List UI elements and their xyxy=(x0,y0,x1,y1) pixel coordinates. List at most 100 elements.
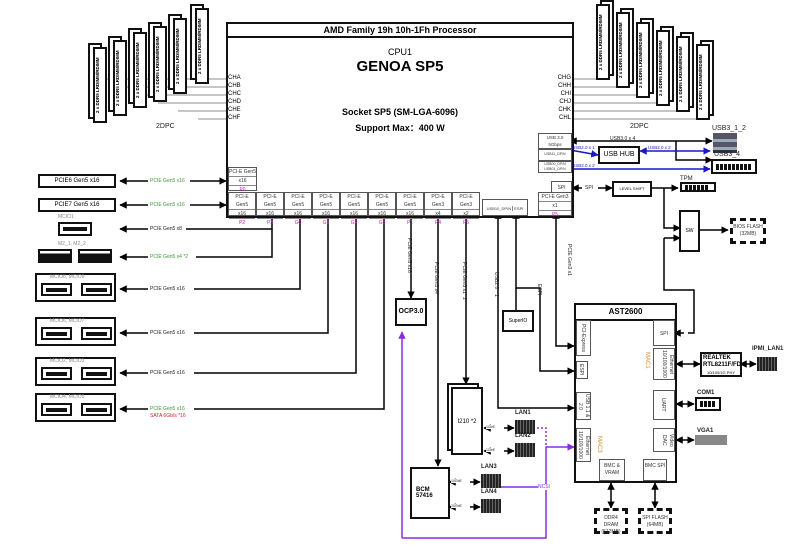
port-width: x16 xyxy=(313,210,339,219)
m2-slot xyxy=(78,249,112,263)
dimm-label: 2 x DDR5 LRDIMM/RDIMM xyxy=(135,42,140,98)
tpm-pins xyxy=(685,185,709,190)
link-p5-label: PCIE Gen3 x1 *2 xyxy=(461,262,467,301)
dimm-label: 2 x DDR5 LRDIMM/RDIMM xyxy=(698,54,703,110)
bmc-spi-port: SPI xyxy=(653,320,675,346)
port-width: x16 xyxy=(369,210,395,219)
mcio-slot-inner xyxy=(46,372,67,376)
rj45-connector xyxy=(481,474,501,488)
link-espi-label: ESPI xyxy=(536,284,542,296)
dimm-slot: 2 x DDR5 LRDIMM/RDIMM xyxy=(195,8,209,84)
usb20-link3-label: USB2.0 x 2 xyxy=(572,163,595,168)
link-label-secondary: SATA 6Gb/s *16 xyxy=(150,413,186,419)
port-type: PCI-E Gen5 xyxy=(369,193,395,210)
link-label: PCIE Gen5 x16 xyxy=(150,406,185,412)
realtek-line2: RTL8211F/FD xyxy=(703,362,742,368)
usb20-link2-label: USB2.0 x 2 xyxy=(648,145,671,150)
left-device-4 xyxy=(35,273,116,302)
ncsi-label: NCSI xyxy=(538,484,550,490)
link-label: PCIE Gen5 x16 xyxy=(150,178,185,184)
dimm-label: 2 x DDR5 LRDIMM/RDIMM xyxy=(678,46,683,102)
mcio-slot-inner xyxy=(86,288,107,292)
mac3-label: MAC3 xyxy=(596,436,602,453)
left-2dpc-label: 2DPC xyxy=(156,123,175,130)
mcio-slot-inner xyxy=(86,372,107,376)
mcio-slot xyxy=(63,227,87,231)
com1-label: COM1 xyxy=(697,390,715,396)
link-label: PCIE Gen5 x16 xyxy=(150,330,185,336)
bmc-vram-port: BMC & VRAM xyxy=(599,459,625,481)
dram-size: (512MB) xyxy=(601,529,621,535)
ipmi-lan-connector xyxy=(757,357,777,371)
ipmi-lan-label: IPMI_LAN1 xyxy=(752,346,784,352)
left-device-2 xyxy=(58,222,92,236)
device-label: M2_1, M2_2 xyxy=(58,241,86,247)
dimm-slot: 2 x DDR5 LRDIMM/RDIMM xyxy=(696,44,710,120)
port-type: PCI-E Gen3 xyxy=(453,193,479,210)
port-name: G1 xyxy=(322,220,330,226)
lan-label: LAN3 xyxy=(481,464,497,470)
dimm-label: 2 x DDR5 LRDIMM/RDIMM xyxy=(155,36,160,92)
link-label: PCIE Gen5 x16 xyxy=(150,370,185,376)
channel-label: CHA xyxy=(228,75,241,81)
bmc-espi-port: ESPI xyxy=(576,361,588,379)
m2-slot xyxy=(38,249,72,263)
bcm-line1: BCM xyxy=(416,487,430,493)
link-label: PCIE Gen5 x8 xyxy=(150,226,182,232)
com1-pins xyxy=(700,401,716,407)
device-label: MCIO8, MCIO9 xyxy=(50,274,85,280)
left-device-5 xyxy=(35,317,116,346)
bmc-video-port: Video DAC xyxy=(653,428,675,452)
port-type: PCI-E Gen5 xyxy=(397,193,423,210)
cpu-label: CPU1 xyxy=(387,47,412,57)
dimm-label: 2 x DDR5 LRDIMM/RDIMM xyxy=(658,40,663,96)
lan-label: LAN1 xyxy=(515,410,531,416)
port-width: x16 xyxy=(229,210,255,219)
port-width: x16 xyxy=(285,210,311,219)
usb10-label: USB10_DP/N xyxy=(486,206,512,211)
cpu-power: Support Max：400 W xyxy=(355,123,445,133)
usb3-4-header xyxy=(711,159,757,174)
cpu-port-p0: PCI-E Gen5 x16 P0 xyxy=(228,167,257,193)
mcio-slot-inner xyxy=(86,332,107,336)
left-device-7 xyxy=(35,393,116,422)
dimm-slot: 2 x DDR5 LRDIMM/RDIMM xyxy=(596,4,610,80)
channel-label: CHG xyxy=(557,75,571,81)
port-type: PCI-E Gen5 xyxy=(313,193,339,210)
port-name: P3 xyxy=(266,220,274,226)
realtek-line1: REALTEK xyxy=(703,355,731,361)
bmc-eth-left-port: Ethernet 10/100/1000 xyxy=(576,428,591,462)
lan-label: LAN2 xyxy=(515,433,531,439)
tpm-header xyxy=(680,182,716,192)
spi-flash-size: (64MB) xyxy=(646,522,664,528)
dimm-label: 2 x DDR5 LRDIMM/RDIMM xyxy=(598,14,603,70)
usb3-1-2-connector xyxy=(713,133,737,153)
link-label: PCIE Gen5 x16 xyxy=(150,286,185,292)
mcio-slot-inner xyxy=(46,288,67,292)
com1-header xyxy=(695,397,721,411)
channel-label: CHB xyxy=(228,83,241,89)
rj45-connector xyxy=(515,420,535,434)
device-label: MCIO6, MCIO7 xyxy=(50,318,85,324)
port-name: P5 xyxy=(551,212,559,218)
bmc-title: AST2600 xyxy=(576,305,675,321)
bmc-spi-bottom-port: BMC SPI xyxy=(643,459,667,481)
cpu-port-p5b: PCI-E Gen3 x1 P5 xyxy=(538,192,572,218)
left-device-0: PCIE6 Gen5 x16 xyxy=(38,174,116,188)
link-p4-label: PCIE Gen3 x4 xyxy=(433,262,439,294)
bios-flash: BIOS FLASH (32MB) xyxy=(730,218,766,244)
rj45-connector xyxy=(515,443,535,457)
link-p5b-label: PCIE Gen3 x1 xyxy=(566,244,572,276)
cpu-usb11-block: USB11_DP/N xyxy=(538,149,572,161)
dimm-slot: 2 x DDR5 LRDIMM/RDIMM xyxy=(113,40,127,116)
dimm-label: 2 x DDR5 LRDIMM/RDIMM xyxy=(618,22,623,78)
port-width: x16 xyxy=(341,210,367,219)
channel-label: CHE xyxy=(228,107,241,113)
usb3-1-2-label: USB3_1_2 xyxy=(712,125,746,132)
